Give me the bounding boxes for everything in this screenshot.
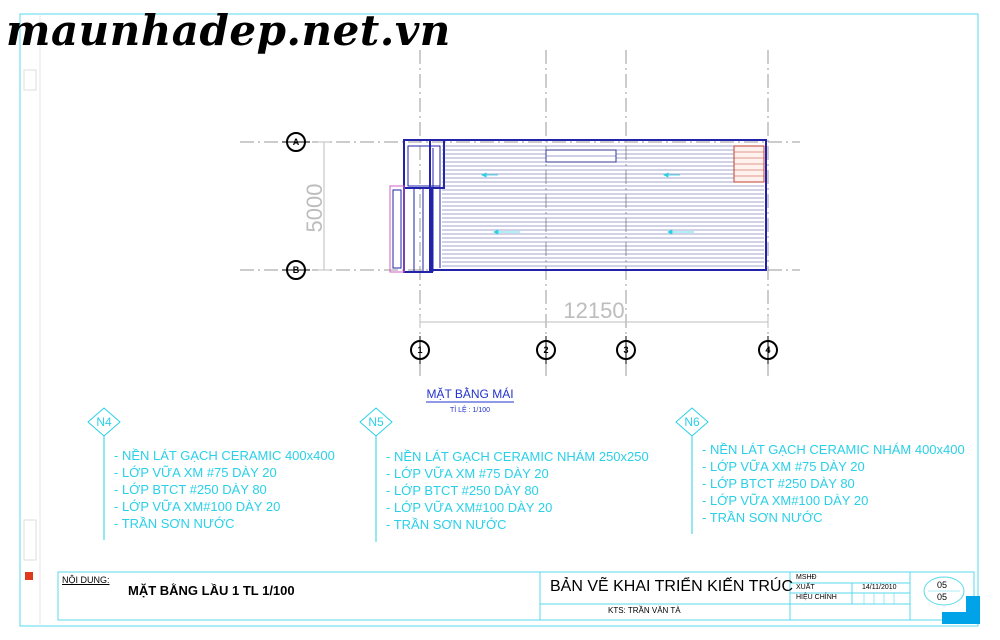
issue-label: XUẤT	[796, 584, 815, 591]
spec-block-n4: - NỀN LÁT GẠCH CERAMIC 400x400 - LỚP VỮA…	[114, 447, 335, 532]
strip-divisions	[407, 145, 441, 272]
axis-bubble-ticks	[282, 141, 769, 364]
issue-date: 14/11/2010	[862, 584, 897, 591]
gutter-left	[389, 185, 405, 273]
margin-mark-bottom	[23, 519, 37, 561]
architect-name: KTS: TRẦN VĂN TÀ	[608, 606, 681, 615]
spec-line: - TRẦN SƠN NƯỚC	[114, 516, 235, 531]
tag-n5-label: N5	[368, 415, 384, 429]
sheet-total: 05	[937, 592, 948, 602]
axis-label-4: 4	[765, 345, 770, 355]
content-label: NỘI DUNG:	[62, 575, 110, 585]
spec-line: - NỀN LÁT GẠCH CERAMIC NHÁM 400x400	[702, 442, 965, 457]
roof-main-slab	[429, 139, 767, 271]
project-title: BẢN VẼ KHAI TRIỂN KIẾN TRÚC	[550, 578, 794, 595]
slope-arrows	[481, 172, 694, 235]
margin-mark-top	[23, 69, 37, 91]
plan-title: MẶT BẰNG MÁI	[426, 386, 513, 401]
spec-line: - LỚP VỮA XM #75 DÀY 20	[386, 466, 549, 481]
corner-brick-pattern	[734, 151, 764, 177]
spec-line: - TRẦN SƠN NƯỚC	[702, 510, 823, 525]
drawing-name: MẶT BẰNG LẦU 1 TL 1/100	[128, 583, 295, 598]
revision-label: HIỆU CHỈNH	[796, 594, 837, 601]
spec-line: - TRẦN SƠN NƯỚC	[386, 517, 507, 532]
spec-line: - LỚP VỮA XM #75 DÀY 20	[702, 459, 865, 474]
margin-red-mark	[25, 572, 33, 580]
mshd-label: MSHĐ	[796, 574, 817, 581]
tag-n6-label: N6	[684, 415, 700, 429]
spec-line: - LỚP BTCT #250 DÀY 80	[386, 483, 539, 498]
spec-line: - LỚP VỮA XM #75 DÀY 20	[114, 465, 277, 480]
spec-line: - LỚP VỮA XM#100 DÀY 20	[386, 500, 553, 515]
spec-line: - NỀN LÁT GẠCH CERAMIC NHÁM 250x250	[386, 449, 649, 464]
axis-label-b: B	[293, 265, 300, 275]
axis-label-a: A	[293, 137, 300, 147]
revision-grid	[863, 593, 895, 604]
dimension-lines	[318, 141, 769, 328]
spec-line: - LỚP BTCT #250 DÀY 80	[114, 482, 267, 497]
tag-n4-label: N4	[96, 415, 112, 429]
spec-line: - LỚP BTCT #250 DÀY 80	[702, 476, 855, 491]
sheet-number: 05	[937, 580, 948, 590]
roof-hatching	[442, 145, 764, 267]
site-watermark: maunhadep.net.vn	[6, 6, 451, 55]
spec-line: - LỚP VỮA XM#100 DÀY 20	[114, 499, 281, 514]
axis-label-1: 1	[417, 345, 422, 355]
spec-line: - LỚP VỮA XM#100 DÀY 20	[702, 493, 869, 508]
corner-block-bottom	[942, 612, 980, 624]
sheet-border	[19, 13, 979, 627]
spec-line: - NỀN LÁT GẠCH CERAMIC 400x400	[114, 448, 335, 463]
spec-block-n6: - NỀN LÁT GẠCH CERAMIC NHÁM 400x400 - LỚ…	[702, 441, 965, 526]
spec-block-n5: - NỀN LÁT GẠCH CERAMIC NHÁM 250x250 - LỚ…	[386, 448, 649, 533]
axis-label-2: 2	[543, 345, 548, 355]
plan-scale: TỈ LỆ : 1/100	[450, 405, 490, 414]
sheet-number-ellipse	[923, 576, 965, 606]
dimension-12150: 12150	[563, 298, 624, 323]
dimension-5000: 5000	[302, 184, 327, 233]
axis-labels: A B 1 2 3 4	[293, 137, 771, 355]
axis-label-3: 3	[623, 345, 628, 355]
